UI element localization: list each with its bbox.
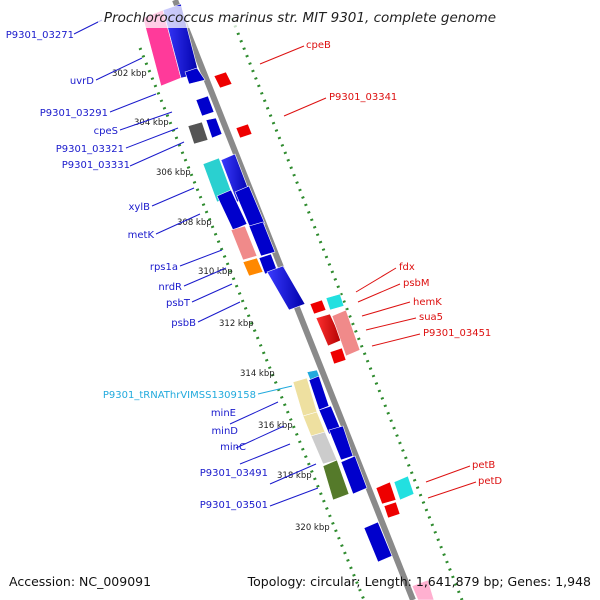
title-backdrop [98, 6, 502, 28]
forward-gene-labels: P9301_03271 uvrD P9301_03291 cpeS P9301_… [6, 30, 268, 511]
gene-label-petD[interactable]: petD [478, 476, 502, 487]
gene-label-rps1a[interactable]: rps1a [150, 262, 178, 273]
gene-block-petD[interactable] [383, 501, 401, 519]
gene-label-minD[interactable]: minD [211, 426, 238, 437]
gene-block-minC-b[interactable] [328, 425, 354, 461]
tick-label-306: 306 kbp [156, 168, 191, 178]
gene-label-psbB[interactable]: psbB [171, 318, 196, 329]
gene-label-hemK[interactable]: hemK [413, 297, 442, 308]
gene-block-p9301-03491-a[interactable] [322, 459, 350, 501]
gene-label-p9301-03271[interactable]: P9301_03271 [6, 30, 74, 41]
gene-label-sua5[interactable]: sua5 [419, 312, 443, 323]
gene-block-p9301-03291[interactable] [195, 95, 215, 117]
gene-label-xylB[interactable]: xylB [129, 202, 151, 213]
gene-block-p9301-03341[interactable] [235, 123, 253, 139]
gene-label-psbT[interactable]: psbT [166, 298, 191, 309]
gene-label-fdx[interactable]: fdx [399, 262, 415, 273]
gene-block-psbB[interactable] [266, 265, 306, 311]
reverse-gene-labels: cpeB P9301_03341 fdx psbM hemK sua5 P930… [306, 40, 502, 487]
tick-label-308: 308 kbp [177, 218, 212, 228]
gene-label-p9301-03331[interactable]: P9301_03331 [62, 160, 130, 171]
reverse-gene-track [213, 71, 435, 600]
gene-block-fdx[interactable] [309, 299, 327, 315]
tick-label-310: 310 kbp [198, 267, 233, 277]
gene-label-minE[interactable]: minE [211, 408, 236, 419]
gene-block-psbM[interactable] [325, 293, 345, 311]
gene-block-p9301-03501[interactable] [363, 521, 393, 563]
gene-block-cpeB[interactable] [213, 71, 233, 89]
gene-block-p9301-03451[interactable] [329, 347, 347, 365]
gene-label-uvrD[interactable]: uvrD [70, 76, 94, 87]
gene-label-trna[interactable]: P9301_tRNAThrVIMSS1309158 [103, 390, 256, 401]
gene-block-pink-end[interactable] [411, 579, 435, 600]
gene-label-petB[interactable]: petB [472, 460, 495, 471]
tick-label-320: 320 kbp [295, 523, 330, 533]
tick-label-318: 318 kbp [277, 471, 312, 481]
gene-label-cpeS[interactable]: cpeS [94, 126, 118, 137]
gene-label-psbM[interactable]: psbM [403, 278, 430, 289]
gene-block-p9301-03491-b[interactable] [340, 455, 368, 495]
gene-label-minC[interactable]: minC [220, 442, 246, 453]
tick-label-312: 312 kbp [219, 319, 254, 329]
trna-leader-line [257, 385, 293, 395]
topology-text: Topology: circular; Length: 1,641,879 bp… [247, 574, 591, 589]
gene-label-p9301-03291[interactable]: P9301_03291 [40, 108, 108, 119]
gene-block-rps1a[interactable] [230, 225, 258, 261]
tick-label-314: 314 kbp [240, 369, 275, 379]
gene-label-p9301-03341[interactable]: P9301_03341 [329, 92, 397, 103]
gene-block-nrdR[interactable] [242, 257, 264, 277]
gene-block-sua5[interactable] [331, 309, 361, 357]
gene-block-petB[interactable] [375, 481, 397, 505]
tick-label-302: 302 kbp [112, 69, 147, 79]
gene-label-nrdR[interactable]: nrdR [158, 282, 182, 293]
forward-gene-track [142, 3, 393, 563]
map-title: Prochlorococcus marinus str. MIT 9301, c… [104, 10, 496, 26]
forward-ruler-line [138, 47, 366, 600]
gene-block-petB-b[interactable] [393, 475, 415, 501]
tick-label-304: 304 kbp [134, 118, 169, 128]
gene-label-metK[interactable]: metK [128, 230, 155, 241]
reverse-ruler-line [230, 17, 464, 600]
tick-label-316: 316 kbp [258, 421, 293, 431]
gene-block-cpeS[interactable] [187, 121, 209, 145]
gene-block-metK-a[interactable] [216, 189, 248, 231]
gene-arrow-small[interactable] [184, 67, 206, 85]
reverse-leader-lines [259, 45, 477, 499]
forward-leader-lines [73, 19, 319, 507]
gene-label-p9301-03321[interactable]: P9301_03321 [56, 144, 124, 155]
gene-block-rps1a-b[interactable] [248, 221, 276, 257]
gene-block-p9301-03321[interactable] [205, 117, 223, 139]
gene-block-metK-b[interactable] [234, 185, 266, 231]
gene-block-minE-b[interactable] [308, 375, 330, 411]
gene-label-p9301-03491[interactable]: P9301_03491 [200, 468, 268, 479]
kbp-ticks: 302 kbp 304 kbp 306 kbp 308 kbp 310 kbp … [112, 69, 330, 533]
gene-label-cpeB[interactable]: cpeB [306, 40, 331, 51]
gene-label-p9301-03501[interactable]: P9301_03501 [200, 500, 268, 511]
gene-label-p9301-03451[interactable]: P9301_03451 [423, 328, 491, 339]
accession-text: Accession: NC_009091 [9, 574, 151, 589]
